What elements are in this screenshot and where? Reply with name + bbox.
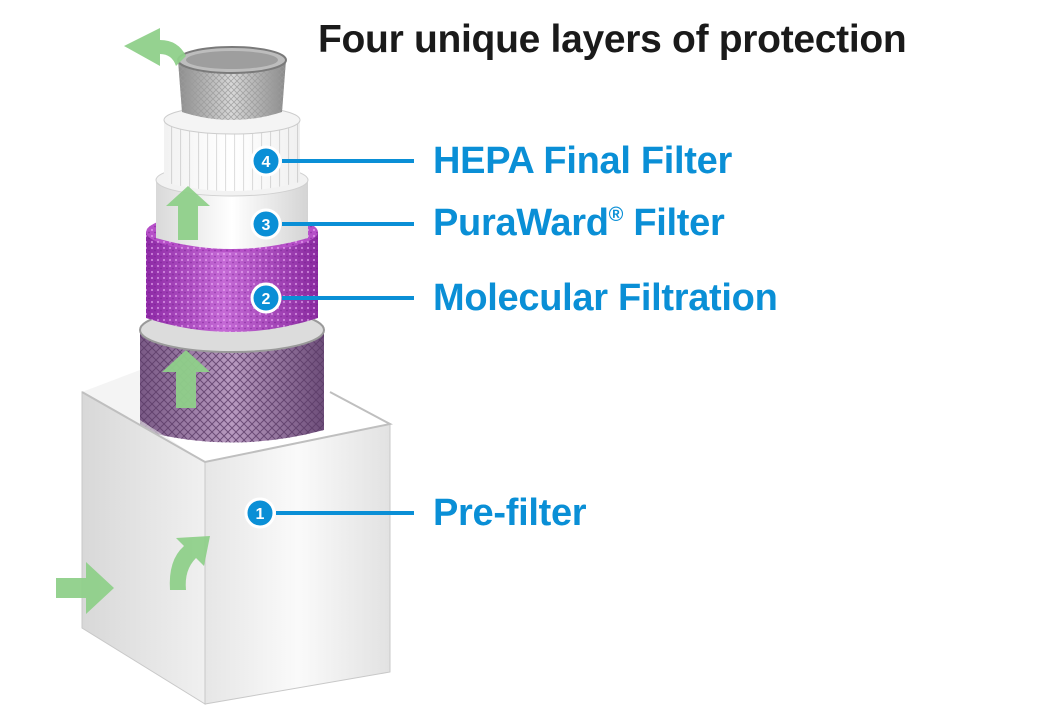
badge-2: 2	[250, 282, 282, 314]
svg-text:1: 1	[256, 506, 265, 523]
page-title: Four unique layers of protection	[318, 18, 907, 61]
svg-text:3: 3	[262, 217, 271, 234]
hepa-filter-label: HEPA Final Filter	[433, 140, 732, 182]
top-mesh-basket	[177, 46, 287, 120]
svg-text:2: 2	[262, 291, 271, 308]
puraward-suffix: Filter	[623, 202, 725, 244]
badge-1: 1	[244, 497, 276, 529]
registered-mark: ®	[608, 204, 624, 226]
svg-text:4: 4	[262, 154, 271, 171]
airflow-in-arrow-icon	[56, 562, 114, 614]
airflow-up-arrow-icon	[162, 350, 210, 408]
airflow-out-arrow-icon	[124, 28, 186, 66]
puraward-filter-label: PuraWard® Filter	[433, 202, 725, 245]
puraward-name: PuraWard	[433, 202, 609, 244]
badge-3: 3	[250, 208, 282, 240]
prefilter-box	[81, 370, 393, 705]
molecular-filtration-label: Molecular Filtration	[433, 277, 778, 319]
airflow-up-arrow-icon	[166, 186, 210, 240]
airflow-curve-arrow-icon	[169, 536, 210, 590]
prefilter-label: Pre-filter	[433, 492, 587, 534]
badge-4: 4	[250, 145, 282, 177]
